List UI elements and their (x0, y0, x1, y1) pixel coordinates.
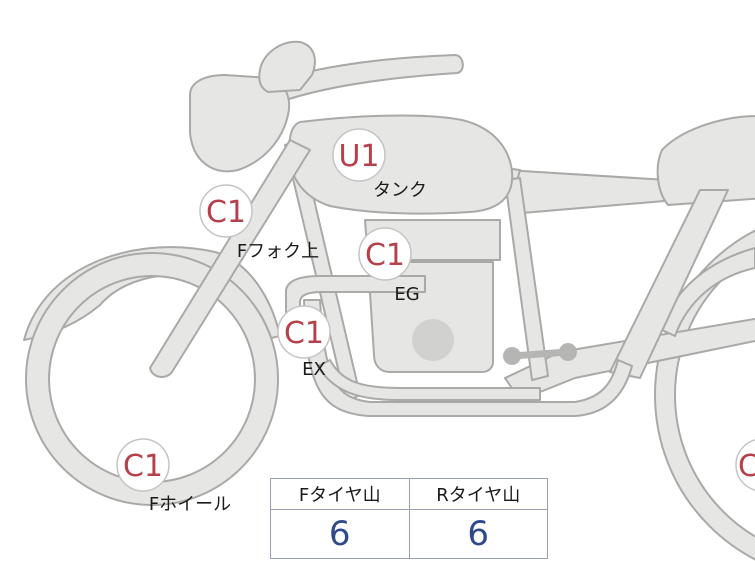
exhaust-lower (317, 359, 541, 401)
svg-text:C1: C1 (365, 238, 405, 273)
label-ex: EX (302, 359, 326, 380)
handlebar (264, 54, 464, 103)
exhaust-pipe (285, 275, 426, 341)
rear-tread-header: Rタイヤ山 (408, 478, 548, 510)
label-eg: EG (394, 284, 419, 305)
foot-peg-left (503, 347, 521, 365)
rear-tread-value: 6 (408, 509, 548, 559)
badge-tank: U1 (332, 128, 386, 182)
svg-text:C1: C1 (206, 195, 246, 230)
badge-ex: C1 (277, 305, 331, 359)
foot-peg-bar (508, 348, 572, 360)
tire-tread-table: Fタイヤ山 Rタイヤ山 6 6 (270, 478, 548, 559)
front-tread-value: 6 (270, 509, 410, 559)
front-fork (149, 139, 311, 378)
seat (656, 115, 755, 206)
label-tank: タンク (373, 180, 427, 201)
label-f-fork-upper: Fフォク上 (237, 241, 319, 262)
fork-top-cap (258, 40, 316, 93)
svg-text:U1: U1 (338, 139, 379, 174)
frame-cradle (303, 299, 633, 417)
svg-text:C: C (738, 449, 755, 484)
headlight (189, 74, 290, 173)
front-tread-header: Fタイヤ山 (270, 478, 410, 510)
label-f-wheel: Fホイール (149, 494, 231, 515)
badge-r-wheel: C (735, 439, 755, 491)
badge-eg: C1 (358, 227, 412, 281)
frame-rear-upright (504, 177, 549, 381)
svg-text:C1: C1 (123, 449, 163, 484)
crankcase-cover (412, 319, 454, 361)
rear-fender (661, 247, 755, 337)
foot-peg-right (559, 343, 577, 361)
front-tire (25, 252, 279, 506)
badge-f-wheel: C1 (116, 438, 170, 492)
badge-f-fork-upper: C1 (199, 184, 253, 238)
rear-frame-strut (609, 189, 729, 379)
svg-text:C1: C1 (284, 316, 324, 351)
